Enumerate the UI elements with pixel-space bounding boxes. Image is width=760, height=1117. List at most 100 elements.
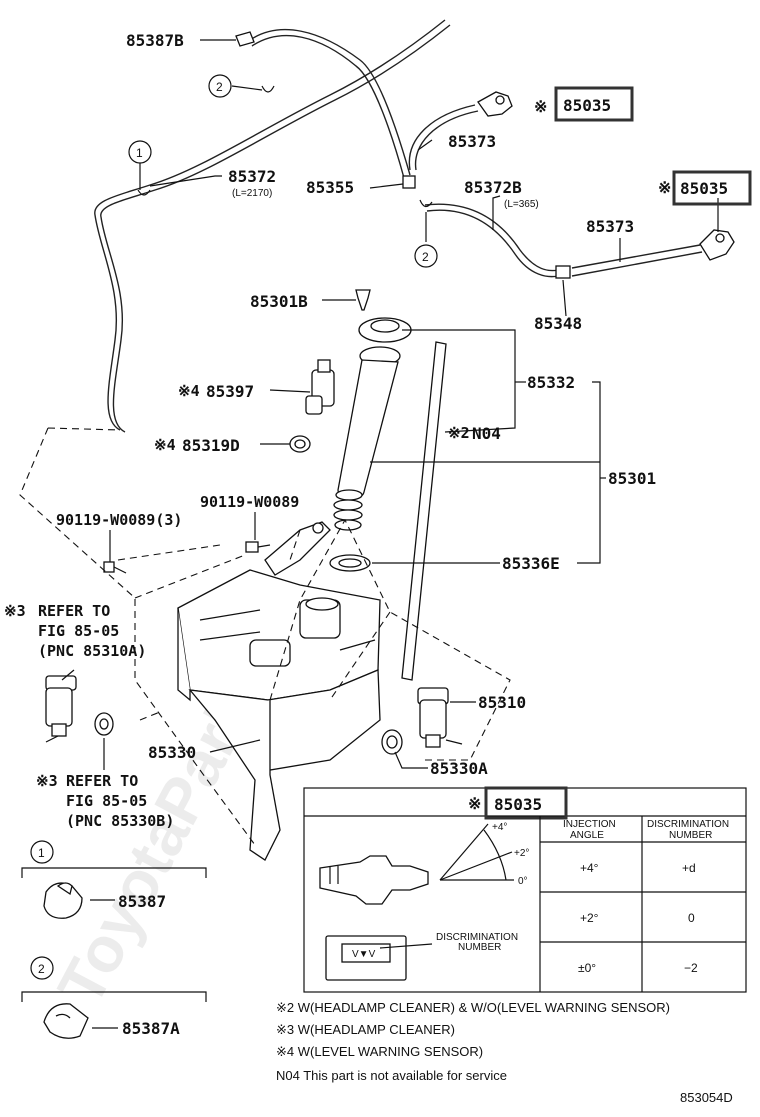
row-1-angle: +4° <box>580 861 599 875</box>
row-3-angle: ±0° <box>578 961 596 975</box>
label-85336E: 85336E <box>502 554 560 573</box>
ref1-line2: FIG 85-05 <box>38 622 119 640</box>
label-90119-a: 90119-W0089 <box>200 493 299 511</box>
label-85332: 85332 <box>527 373 575 392</box>
bolt-90119-a <box>245 541 271 553</box>
label-85330: 85330 <box>148 743 196 762</box>
label-85310: 85310 <box>478 693 526 712</box>
filler-bellows <box>333 489 363 531</box>
label-85397: 85397 <box>206 382 254 401</box>
disc-label-1: DISCRIMINATION <box>436 932 518 943</box>
mark-85035-upper: ※ <box>534 97 547 116</box>
joint-85348 <box>555 265 571 279</box>
assembly-outline <box>19 427 511 846</box>
label-85319D: 85319D <box>182 436 240 455</box>
label-85035-lower: 85035 <box>680 179 728 198</box>
sensor-85397 <box>305 359 335 415</box>
hose-85373-lower <box>571 244 701 269</box>
label-85372B-length: (L=365) <box>504 199 539 210</box>
clip-85387B <box>235 31 255 47</box>
detail-mark: ※ <box>468 794 481 813</box>
label-85387A: 85387A <box>122 1019 180 1038</box>
mark-ref2: ※3 <box>36 772 58 790</box>
note-4: ※4 W(LEVEL WARNING SENSOR) <box>276 1044 483 1059</box>
svg-text:1: 1 <box>38 846 45 860</box>
label-85387: 85387 <box>118 892 166 911</box>
label-85330A: 85330A <box>430 759 488 778</box>
note-3: ※3 W(HEADLAMP CLEANER) <box>276 1022 455 1037</box>
svg-text:2: 2 <box>38 962 45 976</box>
mark-N04: ※2 <box>448 424 470 442</box>
pump-85310 <box>417 687 463 748</box>
label-85035-upper: 85035 <box>563 96 611 115</box>
hose-85373-upper <box>408 104 476 171</box>
bolt-90119-b <box>103 561 127 574</box>
mark-85035-lower: ※ <box>658 178 671 197</box>
label-85373-upper: 85373 <box>448 132 496 151</box>
svg-text:V▼V: V▼V <box>352 949 376 960</box>
nozzle-85035-lower <box>699 229 735 261</box>
label-85355: 85355 <box>306 178 354 197</box>
row-2-angle: +2° <box>580 911 599 925</box>
box-85035-upper <box>554 86 634 122</box>
note-n04: N04 This part is not available for servi… <box>276 1068 507 1083</box>
hose-85372B <box>424 203 559 272</box>
ref1-line3: (PNC 85310A) <box>38 642 146 660</box>
label-85372: 85372 <box>228 167 276 186</box>
clamp-2-lower <box>419 199 433 208</box>
label-85372B: 85372B <box>464 178 522 197</box>
box-85035-lower <box>672 170 752 206</box>
filler-neck <box>337 359 399 500</box>
col-disc-2: NUMBER <box>669 830 712 841</box>
hose-upper <box>249 28 411 176</box>
hose-85372 <box>94 19 446 431</box>
callout-circle-1: 1 <box>128 140 152 164</box>
legend-clamp-1: 1 85387 <box>21 840 207 919</box>
ref1-line1: REFER TO <box>38 602 110 620</box>
level-tube-N04 <box>401 341 447 681</box>
angle-mark-4: +4° <box>492 822 507 833</box>
note-2: ※2 W(HEADLAMP CLEANER) & W/O(LEVEL WARNI… <box>276 1000 670 1015</box>
pump-ref-85310A <box>45 675 77 743</box>
reservoir-tank <box>177 569 381 861</box>
label-85373-lower: 85373 <box>586 217 634 236</box>
ref2-line2: FIG 85-05 <box>66 792 147 810</box>
svg-text:1: 1 <box>136 146 143 160</box>
clip-85301B <box>355 289 371 311</box>
label-N04: N04 <box>472 424 501 443</box>
col-injection-1: INJECTION <box>563 819 616 830</box>
label-85301: 85301 <box>608 469 656 488</box>
legend-clamp-2: 2 85387A <box>21 956 207 1039</box>
mark-85397: ※4 <box>178 382 200 400</box>
col-injection-2: ANGLE <box>570 830 604 841</box>
detail-title: 85035 <box>494 795 542 814</box>
svg-text:2: 2 <box>216 80 223 94</box>
grommet-ref-85330B <box>94 712 114 736</box>
row-2-number: 0 <box>688 911 695 925</box>
joint-85355 <box>402 175 416 189</box>
label-90119-b: 90119-W0089(3) <box>56 511 182 529</box>
row-3-number: −2 <box>684 961 698 975</box>
label-85301B: 85301B <box>250 292 308 311</box>
angle-mark-0: 0° <box>518 876 528 887</box>
angle-mark-2: +2° <box>514 848 529 859</box>
mark-ref1: ※3 <box>4 602 26 620</box>
mark-85319D: ※4 <box>154 436 176 454</box>
clamp-1 <box>137 189 151 196</box>
nozzle-85035-upper <box>477 91 513 117</box>
clamp-2-upper <box>261 85 275 93</box>
row-1-number: +d <box>682 861 696 875</box>
disc-label-2: NUMBER <box>458 942 501 953</box>
callout-circle-2-upper: 2 <box>208 74 232 98</box>
grommet-85330A <box>381 729 403 755</box>
label-85372-length: (L=2170) <box>232 188 272 199</box>
callout-circle-2-lower: 2 <box>414 244 438 268</box>
figure-code: 853054D <box>680 1090 733 1105</box>
svg-text:2: 2 <box>422 250 429 264</box>
label-85348: 85348 <box>534 314 582 333</box>
detail-box-85035: ※ 85035 INJECTION ANGLE DISCRIMINATION N… <box>303 786 747 993</box>
label-85387B: 85387B <box>126 31 184 50</box>
col-disc-1: DISCRIMINATION <box>647 819 729 830</box>
ref2-line3: (PNC 85330B) <box>66 812 174 830</box>
